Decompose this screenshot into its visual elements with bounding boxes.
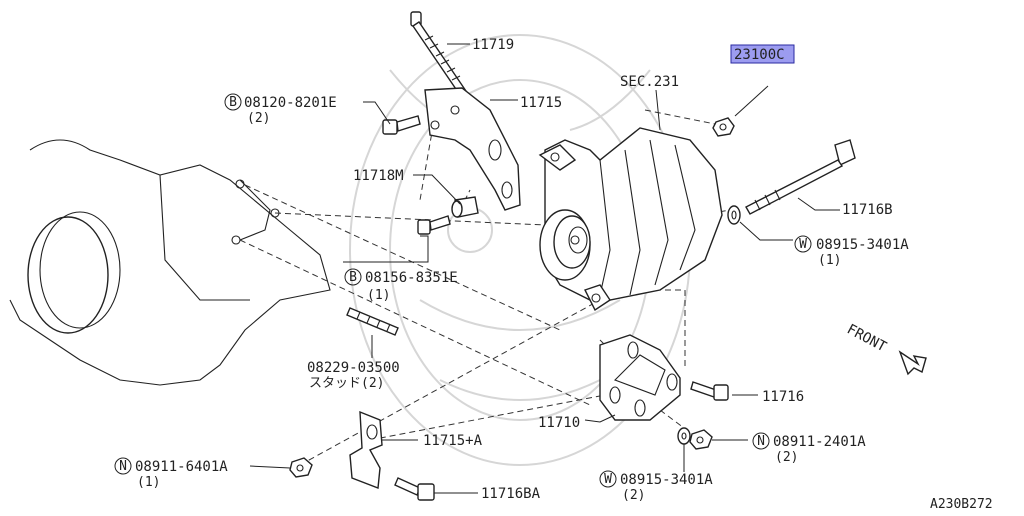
nut-23100c — [712, 117, 735, 137]
label-23100c[interactable]: 23100C — [734, 47, 785, 63]
label-08229-stud: スタッド(2) — [309, 376, 384, 391]
label-front: FRONT — [844, 321, 889, 355]
engine-block — [9, 139, 331, 386]
bolt-11716b — [745, 139, 856, 215]
label-11716ba[interactable]: 11716BA — [481, 486, 541, 502]
label-11716[interactable]: 11716 — [762, 389, 804, 405]
label-08229[interactable]: 08229-03500 — [307, 360, 400, 376]
label-08120-qty: (2) — [247, 111, 270, 126]
label-08915-upper-qty: (1) — [818, 253, 841, 268]
label-08156-qty: (1) — [367, 288, 390, 303]
label-08915-lower[interactable]: 08915-3401A — [620, 472, 713, 488]
label-08915-lower-qty: (2) — [622, 488, 645, 503]
label-08120[interactable]: 08120-8201E — [244, 95, 337, 111]
label-08911-right-qty: (2) — [775, 450, 798, 465]
washer-08915-upper — [727, 205, 741, 225]
label-11719[interactable]: 11719 — [472, 37, 514, 53]
bolt-08120 — [382, 115, 421, 135]
label-08911-left[interactable]: 08911-6401A — [135, 459, 228, 475]
spacer-11718m — [451, 196, 479, 218]
front-arrow-icon — [898, 350, 927, 376]
nut-08911-right — [689, 429, 713, 450]
label-11718m[interactable]: 11718M — [353, 168, 404, 184]
bolt-11716 — [690, 381, 729, 401]
symbol-w-1: W — [799, 237, 807, 252]
label-08911-left-qty: (1) — [137, 475, 160, 490]
assembly-lines — [239, 109, 731, 466]
symbol-n-1: N — [757, 434, 765, 449]
symbol-b-2: B — [349, 270, 357, 285]
leader-lines — [249, 43, 840, 494]
label-08911-right[interactable]: 08911-2401A — [773, 434, 866, 450]
bracket-11710 — [599, 334, 681, 421]
bracket-11715a — [349, 410, 383, 489]
label-11715a[interactable]: 11715+A — [423, 433, 483, 449]
label-11716b[interactable]: 11716B — [842, 202, 893, 218]
label-08915-upper[interactable]: 08915-3401A — [816, 237, 909, 253]
stud-08229 — [346, 307, 399, 336]
alternator — [538, 127, 723, 312]
diagram-code: A230B272 — [930, 497, 993, 511]
label-11710[interactable]: 11710 — [538, 415, 580, 431]
label-11715[interactable]: 11715 — [520, 95, 562, 111]
bolt-08156 — [417, 215, 451, 235]
label-08156[interactable]: 08156-8351E — [365, 270, 458, 286]
bolt-11719 — [410, 11, 467, 96]
symbol-n-2: N — [119, 459, 127, 474]
bracket-11715 — [424, 87, 521, 211]
symbol-b-1: B — [229, 95, 237, 110]
label-sec231[interactable]: SEC.231 — [620, 74, 679, 90]
nut-08911-left — [289, 457, 313, 478]
bolt-11716ba — [394, 477, 435, 501]
symbol-w-2: W — [604, 472, 612, 487]
symbol-circles — [114, 93, 812, 488]
washer-08915-lower — [677, 427, 691, 445]
highlight-box — [730, 44, 795, 64]
